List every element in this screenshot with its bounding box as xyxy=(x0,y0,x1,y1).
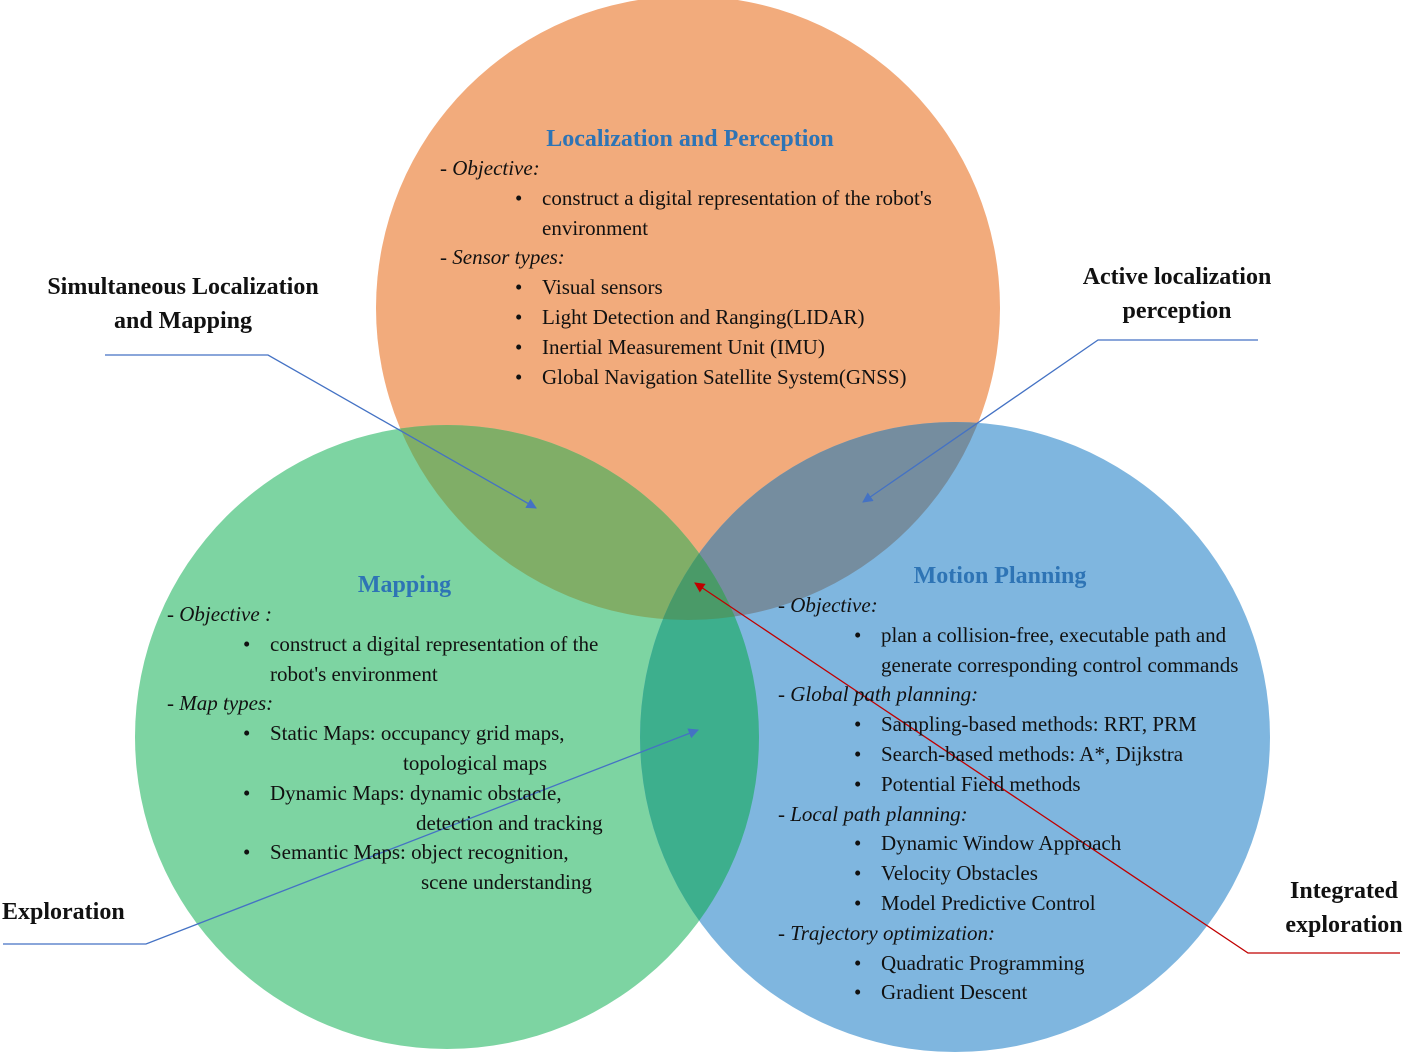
list-item-text: Inertial Measurement Unit (IMU) xyxy=(542,334,825,359)
localization-objective-label: - Objective: xyxy=(440,156,540,180)
list-item-continuation: scene understanding xyxy=(421,870,592,895)
list-item-text: plan a collision-free, executable path a… xyxy=(881,622,1239,677)
localization-objective-item: • construct a digital representation of … xyxy=(440,184,942,244)
list-item: • Global Navigation Satellite System(GNS… xyxy=(440,363,980,393)
list-item: • Light Detection and Ranging(LIDAR) xyxy=(440,303,980,333)
active-localization-arrow xyxy=(862,339,1258,503)
bullet: • xyxy=(854,741,862,766)
list-item: • Potential Field methods xyxy=(778,770,1268,800)
bullet: • xyxy=(243,721,251,746)
motion-global-label: - Global path planning: xyxy=(778,682,979,707)
bullet: • xyxy=(515,304,523,329)
list-item: • Semantic Maps: object recognition, sce… xyxy=(167,838,647,898)
localization-mapping-overlap xyxy=(376,425,759,620)
list-item-continuation: detection and tracking xyxy=(416,810,603,835)
bullet: • xyxy=(515,275,523,300)
bullet: • xyxy=(854,771,862,796)
list-item-text: Model Predictive Control xyxy=(881,890,1096,915)
list-item-text: Gradient Descent xyxy=(881,980,1028,1005)
bullet: • xyxy=(243,840,251,865)
list-item-text: construct a digital representation of th… xyxy=(270,631,599,686)
list-item: • Model Predictive Control xyxy=(778,889,1268,919)
list-item-text: Search-based methods: A*, Dijkstra xyxy=(881,741,1184,766)
bullet: • xyxy=(854,980,862,1005)
localization-sensor-label: - Sensor types: xyxy=(440,245,565,270)
mapping-block: Mapping - Objective : • construct a digi… xyxy=(167,570,647,898)
active-localization-label: Active localization perception xyxy=(1082,264,1272,324)
list-item-text: Potential Field methods xyxy=(881,771,1081,796)
list-item-text: Light Detection and Ranging(LIDAR) xyxy=(542,304,865,329)
localization-block: Localization and Perception - Objective:… xyxy=(440,124,980,392)
list-item: • Inertial Measurement Unit (IMU) xyxy=(440,333,980,363)
list-item: • Search-based methods: A*, Dijkstra xyxy=(778,740,1268,770)
list-item: • Visual sensors xyxy=(440,273,980,303)
list-item-text: Dynamic Window Approach xyxy=(881,831,1122,856)
list-item: • Dynamic Maps: dynamic obstacle, detect… xyxy=(167,779,647,839)
list-item-continuation: topological maps xyxy=(403,750,548,775)
list-item-text: Quadratic Programming xyxy=(881,950,1085,975)
list-item: • Dynamic Window Approach xyxy=(778,829,1268,859)
bullet: • xyxy=(515,185,523,210)
mapping-objective-item: • construct a digital representation of … xyxy=(167,630,635,690)
list-item-text: Visual sensors xyxy=(542,275,663,300)
exploration-label: Exploration xyxy=(2,899,125,925)
bullet: • xyxy=(515,334,523,359)
list-item-text: Global Navigation Satellite System(GNSS) xyxy=(542,364,907,389)
bullet: • xyxy=(854,861,862,886)
list-item-text: Sampling-based methods: RRT, PRM xyxy=(881,712,1197,737)
callout-lines xyxy=(3,339,1400,954)
bullet: • xyxy=(515,364,523,389)
list-item: • Static Maps: occupancy grid maps, topo… xyxy=(167,719,647,779)
mapping-map-types-label: - Map types: xyxy=(167,691,274,716)
bullet: • xyxy=(243,631,251,656)
list-item-text: Dynamic Maps: dynamic obstacle, xyxy=(270,780,562,805)
bullet: • xyxy=(854,950,862,975)
bullet: • xyxy=(854,890,862,915)
list-item-text: construct a digital representation of th… xyxy=(542,185,932,240)
motion-local-label: - Local path planning: xyxy=(778,801,968,826)
bullet: • xyxy=(854,831,862,856)
motion-objective-item: • plan a collision-free, executable path… xyxy=(778,621,1256,681)
slam-label: Simultaneous Localization and Mapping xyxy=(47,274,319,334)
motion-objective-label: - Objective: xyxy=(778,593,878,617)
mapping-title: Mapping xyxy=(357,572,452,598)
motion-planning-title: Motion Planning xyxy=(913,563,1087,589)
list-item: • Sampling-based methods: RRT, PRM xyxy=(778,710,1268,740)
list-item-text: Static Maps: occupancy grid maps, xyxy=(270,721,565,746)
bullet: • xyxy=(854,712,862,737)
localization-title: Localization and Perception xyxy=(546,126,834,152)
bullet: • xyxy=(854,622,862,647)
localization-motion-overlap xyxy=(640,422,1000,620)
mapping-objective-label: - Objective : xyxy=(167,602,272,626)
list-item-text: Semantic Maps: object recognition, xyxy=(270,840,569,865)
motion-planning-block: Motion Planning - Objective: • plan a co… xyxy=(778,561,1268,1008)
list-item: • Gradient Descent xyxy=(778,978,1268,1008)
integrated-exploration-label: Integrated exploration xyxy=(1285,878,1403,938)
list-item: • Velocity Obstacles xyxy=(778,859,1268,889)
integrated-exploration-arrow xyxy=(694,582,1400,954)
list-item-text: Velocity Obstacles xyxy=(881,861,1038,886)
list-item: • Quadratic Programming xyxy=(778,949,1268,979)
bullet: • xyxy=(243,780,251,805)
exploration-arrow xyxy=(3,728,699,945)
slam-arrow xyxy=(105,354,537,509)
motion-trajectory-label: - Trajectory optimization: xyxy=(778,920,995,945)
